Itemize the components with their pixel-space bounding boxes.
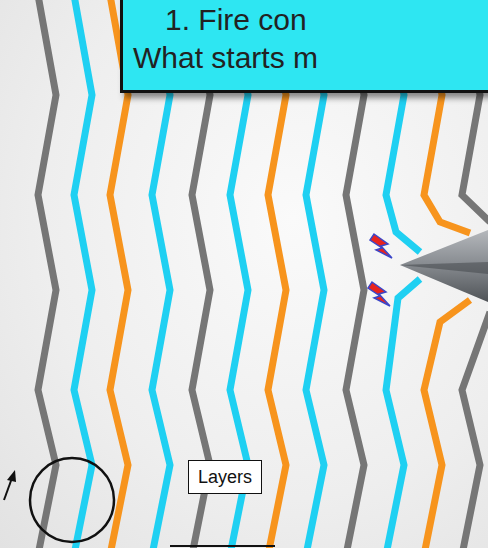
pointer-arrowhead bbox=[7, 470, 16, 482]
cyan-layer-lower bbox=[386, 279, 420, 548]
pointer-arrow bbox=[4, 478, 12, 500]
callout-box: 1. Fire conWhat starts m bbox=[120, 0, 488, 93]
blade-edge bbox=[400, 262, 488, 274]
gray-layer-lower bbox=[462, 312, 488, 548]
highlight-circle bbox=[30, 458, 114, 542]
node-heading: Layers bbox=[189, 461, 261, 493]
spark-symbol bbox=[368, 282, 390, 306]
baseline-bar bbox=[170, 545, 275, 547]
label-box: Layers bbox=[188, 460, 262, 494]
blade-wedge bbox=[400, 230, 488, 302]
cyan-layer bbox=[74, 0, 92, 548]
node-text: What starts m bbox=[123, 39, 488, 77]
spark-symbol bbox=[370, 234, 392, 258]
node-heading: 1. Fire con bbox=[123, 1, 488, 39]
orange-layer-lower bbox=[424, 300, 470, 548]
